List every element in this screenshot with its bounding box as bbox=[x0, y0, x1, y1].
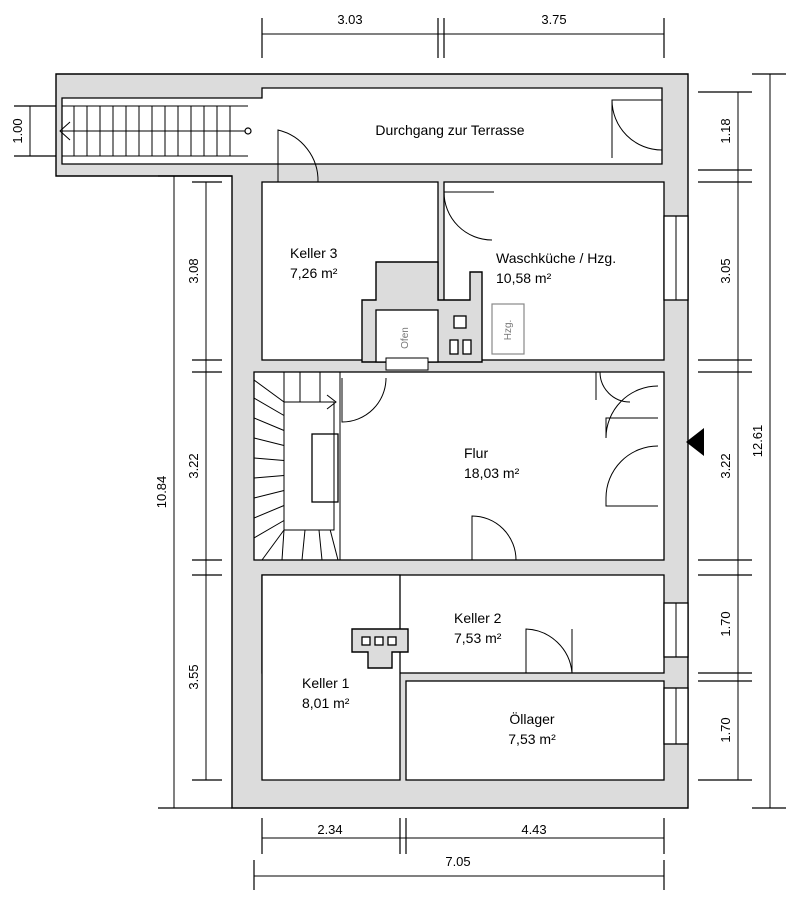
room-oellager bbox=[405, 680, 665, 781]
dim-right-1: 1.18 bbox=[718, 118, 733, 143]
hzg-label: Hzg. bbox=[503, 320, 514, 341]
room-labels: Durchgang zur Terrasse Keller 3 7,26 m² … bbox=[290, 122, 616, 747]
inner-stair bbox=[253, 371, 341, 561]
doors bbox=[277, 99, 704, 674]
label-oellager: Öllager bbox=[509, 710, 554, 727]
outer-stair bbox=[59, 105, 252, 157]
dim-left-1: 3.08 bbox=[186, 258, 201, 283]
dim-top-left: 3.03 bbox=[337, 12, 362, 27]
dim-bottom-right: 4.43 bbox=[521, 822, 546, 837]
flue-square bbox=[453, 315, 467, 329]
dim-right-4: 1.70 bbox=[718, 611, 733, 636]
stair-tread bbox=[253, 397, 285, 416]
stair-tread bbox=[253, 520, 285, 539]
ofen-fixture bbox=[375, 309, 439, 363]
dim-right-2: 3.05 bbox=[718, 258, 733, 283]
dimensions: 3.03 3.75 1.00 1.18 3.05 3.22 1.70 1.70 … bbox=[10, 12, 786, 890]
label-keller1: Keller 1 bbox=[302, 675, 350, 691]
flue-right bbox=[462, 339, 472, 355]
stair-tread bbox=[253, 379, 285, 403]
chimney-block: Ofen Hzg. bbox=[361, 261, 525, 371]
entrance-marker bbox=[686, 428, 704, 456]
stair-tread bbox=[329, 529, 339, 561]
area-keller1: 8,01 m² bbox=[302, 695, 350, 711]
dim-left-total: 10.84 bbox=[154, 476, 169, 509]
chimney-keller bbox=[351, 628, 409, 669]
hzg-fixture bbox=[491, 303, 525, 355]
room-durchgang bbox=[61, 87, 663, 165]
label-keller2: Keller 2 bbox=[454, 610, 502, 626]
stair-tread bbox=[253, 505, 285, 519]
stair-tread bbox=[281, 529, 285, 561]
area-keller3: 7,26 m² bbox=[290, 265, 338, 281]
label-keller3: Keller 3 bbox=[290, 245, 338, 261]
ofen-label: Ofen bbox=[400, 327, 411, 349]
dim-top-right: 3.75 bbox=[541, 12, 566, 27]
area-waschkueche: 10,58 m² bbox=[496, 270, 552, 286]
dim-stair-width: 1.00 bbox=[10, 118, 25, 143]
stair-tread bbox=[318, 529, 323, 561]
stair-tread bbox=[301, 529, 306, 561]
area-keller2: 7,53 m² bbox=[454, 630, 502, 646]
area-oellager: 7,53 m² bbox=[508, 731, 556, 747]
label-waschkueche: Waschküche / Hzg. bbox=[496, 250, 616, 266]
dim-right-total: 12.61 bbox=[750, 425, 765, 458]
dim-bottom-left: 2.34 bbox=[317, 822, 342, 837]
stair-tread bbox=[261, 529, 285, 561]
stair-tread bbox=[253, 457, 285, 461]
windows bbox=[663, 215, 689, 745]
dim-right-3: 3.22 bbox=[718, 453, 733, 478]
dim-left-3: 3.55 bbox=[186, 664, 201, 689]
label-flur: Flur bbox=[464, 445, 488, 461]
stair-tread bbox=[253, 437, 285, 446]
stair-tread bbox=[253, 417, 285, 431]
dim-bottom-total: 7.05 bbox=[445, 854, 470, 869]
area-flur: 18,03 m² bbox=[464, 465, 520, 481]
dim-left-2: 3.22 bbox=[186, 453, 201, 478]
dim-right-5: 1.70 bbox=[718, 717, 733, 742]
stair-tread bbox=[253, 490, 285, 499]
flue-left bbox=[449, 339, 459, 355]
label-durchgang: Durchgang zur Terrasse bbox=[375, 122, 524, 138]
stair-tread bbox=[253, 475, 285, 479]
